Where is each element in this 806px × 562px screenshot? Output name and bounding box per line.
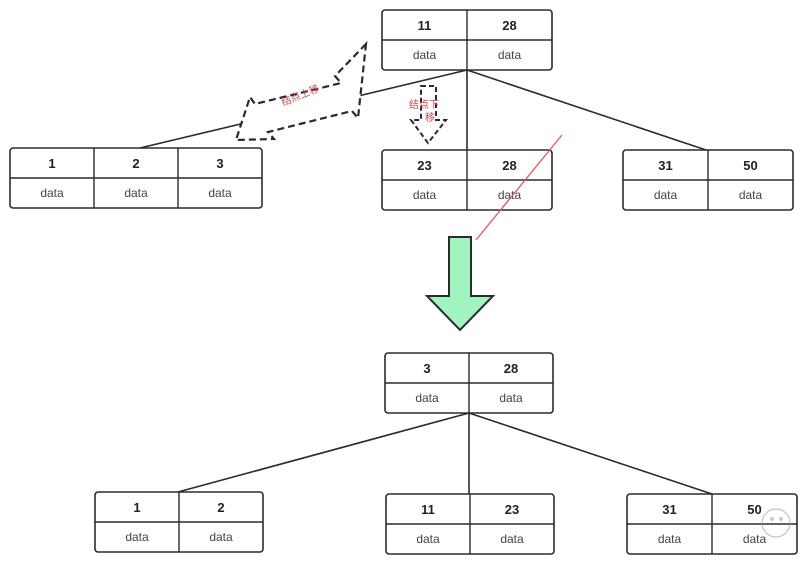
node-key: 11 <box>421 502 435 517</box>
node-key: 28 <box>504 361 518 376</box>
move-down-label-line1: 结点下 <box>409 98 439 111</box>
node-key: 50 <box>743 158 757 173</box>
node-key: 28 <box>502 18 516 33</box>
strike-line <box>475 134 563 241</box>
node-key: 2 <box>132 156 139 171</box>
move-down-label-line2: 移 <box>425 111 435 124</box>
node-data: data <box>499 391 523 405</box>
node-bottom-root: 3 data 28 data <box>384 352 554 414</box>
watermark-icon <box>761 508 791 538</box>
node-key: 31 <box>662 502 676 517</box>
node-data: data <box>124 186 148 200</box>
edge-bottom-root-right <box>468 412 713 495</box>
node-key: 50 <box>747 502 761 517</box>
node-data: data <box>500 532 524 546</box>
node-data: data <box>416 532 440 546</box>
node-data: data <box>40 186 64 200</box>
node-data: data <box>739 188 763 202</box>
node-data: data <box>125 530 149 544</box>
node-data: data <box>209 530 233 544</box>
node-data: data <box>413 48 437 62</box>
node-top-left: 1 data 2 data 3 data <box>9 147 263 209</box>
double-headed-dashed-arrow-icon <box>234 40 368 142</box>
node-top-right: 31 data 50 data <box>622 149 794 211</box>
node-key: 23 <box>417 158 431 173</box>
bottom-tree-edges <box>177 412 713 495</box>
node-key: 1 <box>48 156 55 171</box>
node-key: 23 <box>505 502 519 517</box>
node-bottom-middle: 11 data 23 data <box>385 493 555 555</box>
node-data: data <box>415 391 439 405</box>
node-key: 3 <box>423 361 430 376</box>
node-key: 11 <box>418 18 432 33</box>
node-top-root: 11 data 28 data <box>381 9 553 71</box>
node-data: data <box>498 48 522 62</box>
node-key: 31 <box>658 158 672 173</box>
node-data: data <box>743 532 767 546</box>
node-data: data <box>658 532 682 546</box>
nodes-layer: 11data28data1data2data3data23data28data3… <box>9 9 798 555</box>
node-data: data <box>654 188 678 202</box>
node-key: 28 <box>502 158 516 173</box>
node-data: data <box>208 186 232 200</box>
dashed-down-arrow-icon <box>409 85 449 145</box>
node-key: 1 <box>133 500 140 515</box>
node-data: data <box>413 188 437 202</box>
node-key: 3 <box>216 156 223 171</box>
node-bottom-right: 31 data 50 data <box>626 493 798 555</box>
edge-bottom-root-left <box>177 412 470 493</box>
node-bottom-left: 1 data 2 data <box>94 491 264 553</box>
edge-top-root-right <box>466 69 707 151</box>
down-arrow-icon <box>424 236 496 332</box>
node-key: 2 <box>217 500 224 515</box>
